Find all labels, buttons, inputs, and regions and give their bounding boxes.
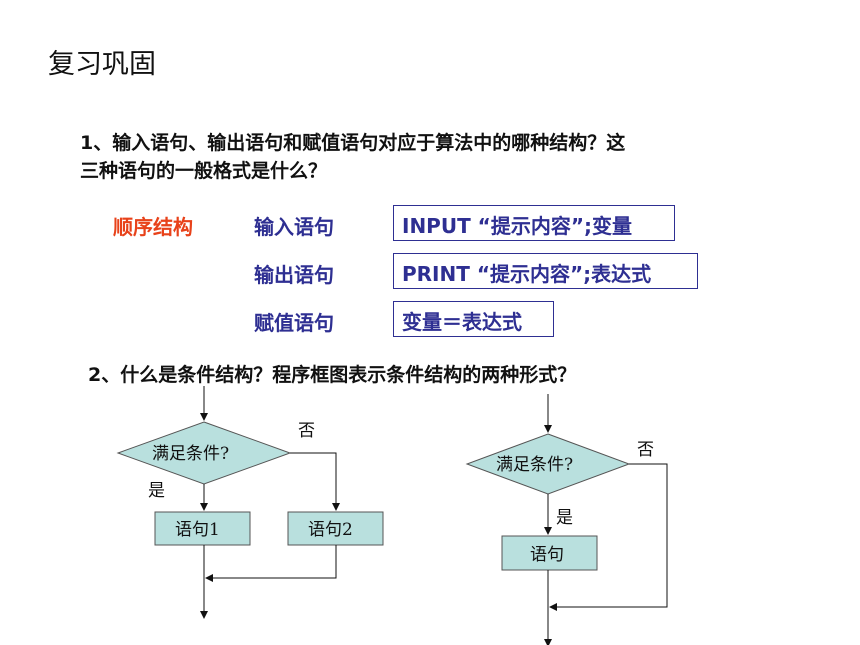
statement-name-assign: 赋值语句 bbox=[254, 311, 334, 335]
statement-name-input: 输入语句 bbox=[254, 215, 334, 239]
decision-text-left: 满足条件? bbox=[152, 444, 229, 464]
question-1-line-2: 三种语句的一般格式是什么？ bbox=[80, 160, 328, 182]
stmt1-box-left bbox=[154, 511, 251, 546]
flowchart-left bbox=[116, 386, 384, 619]
flowchart-right bbox=[465, 394, 668, 645]
structure-label: 顺序结构 bbox=[113, 215, 193, 239]
stmt2-text-left: 语句2 bbox=[308, 520, 353, 540]
statement-format-input-text: INPUT “提示内容”;变量 bbox=[402, 214, 632, 238]
statement-format-assign: 变量＝表达式 bbox=[393, 301, 554, 337]
statement-format-output-text: PRINT “提示内容”;表达式 bbox=[402, 262, 652, 286]
question-1-line-1: 1、输入语句、输出语句和赋值语句对应于算法中的哪种结构？这 bbox=[80, 132, 626, 154]
stmt2-box-left bbox=[287, 511, 384, 546]
stmt-box-right bbox=[501, 535, 598, 571]
no-label-left: 否 bbox=[298, 421, 315, 441]
statement-format-output: PRINT “提示内容”;表达式 bbox=[393, 253, 698, 289]
stmt-text-right: 语句 bbox=[530, 545, 564, 565]
question-2: 2、什么是条件结构？程序框图表示条件结构的两种形式？ bbox=[88, 364, 577, 386]
stmt1-text-left: 语句1 bbox=[175, 520, 220, 540]
yes-label-right: 是 bbox=[556, 508, 573, 528]
page-title: 复习巩固 bbox=[48, 49, 156, 80]
statement-name-output: 输出语句 bbox=[254, 263, 334, 287]
statement-format-input: INPUT “提示内容”;变量 bbox=[393, 205, 675, 241]
no-label-right: 否 bbox=[637, 440, 654, 460]
statement-format-assign-text: 变量＝表达式 bbox=[402, 310, 522, 334]
decision-text-right: 满足条件? bbox=[496, 455, 573, 475]
yes-label-left: 是 bbox=[148, 481, 165, 501]
